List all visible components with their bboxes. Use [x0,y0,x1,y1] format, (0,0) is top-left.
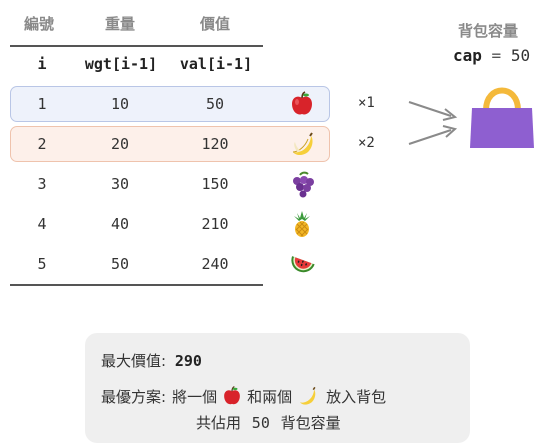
grapes-icon [293,171,314,198]
subheader-val: val[i-1] [179,55,253,73]
cell-weight: 40 [110,215,130,233]
banana-icon [292,132,313,155]
row-highlight-orange [10,126,330,162]
max-value: 290 [174,352,202,370]
header-id: 編號 [23,15,54,33]
bag-capacity: cap = 50 [453,46,530,65]
table-row: 3 30 150 [10,166,330,202]
plan-label: 最優方案: [101,387,167,406]
header-value: 價值 [199,15,230,33]
cell-value: 120 [201,135,229,153]
cell-value: 210 [201,215,229,233]
summary-box [85,333,470,443]
pineapple-icon [294,211,310,237]
header-weight: 重量 [104,15,135,33]
max-value-label: 最大價值: [101,352,167,370]
cell-value: 150 [201,175,229,193]
cap-equals: = [491,46,502,65]
cell-value: 240 [201,255,229,273]
table-bottom-rule [10,284,263,286]
cell-weight: 50 [110,255,130,273]
bag-icon [470,87,534,148]
qty-label: ×2 [358,135,375,151]
usage-number: 50 [251,414,270,432]
summary-plan-line: 最優方案: 將一個 和兩個 放入背包 [101,385,386,407]
summary-usage-line: 共佔用 50 背包容量 [196,412,341,433]
arrow-to-bag-bottom [408,125,458,145]
table-top-rule [10,45,263,47]
table-row: 2 20 120 [10,126,330,162]
summary-max-line: 最大價值: 290 [101,350,202,371]
qty-label: ×1 [358,95,375,111]
plan-text-3: 放入背包 [326,387,387,406]
table-row: 4 40 210 [10,206,330,242]
arrow-to-bag-top [408,101,458,121]
watermelon-icon [291,256,315,273]
cell-weight: 10 [110,95,130,113]
banana-icon [300,386,316,405]
table-row: 5 50 240 [10,246,330,282]
table-row: 1 10 50 [10,86,330,122]
cell-id: 1 [37,95,47,113]
cell-id: 4 [37,215,47,233]
usage-text-a: 共佔用 [196,414,242,432]
cell-id: 3 [37,175,47,193]
cell-weight: 20 [110,135,130,153]
row-highlight-blue [10,86,330,122]
cell-id: 2 [37,135,47,153]
plan-text-1: 將一個 [172,387,218,406]
cell-value: 50 [205,95,225,113]
usage-text-b: 背包容量 [280,414,341,432]
cap-value: 50 [510,46,531,65]
plan-text-2: 和兩個 [247,387,293,406]
cell-weight: 30 [110,175,130,193]
apple-icon [224,386,240,405]
cap-label: cap [453,46,482,65]
bag-title: 背包容量 [458,22,519,40]
subheader-wgt: wgt[i-1] [84,55,158,73]
cell-id: 5 [37,255,47,273]
apple-icon [292,91,312,115]
subheader-i: i [37,55,47,73]
